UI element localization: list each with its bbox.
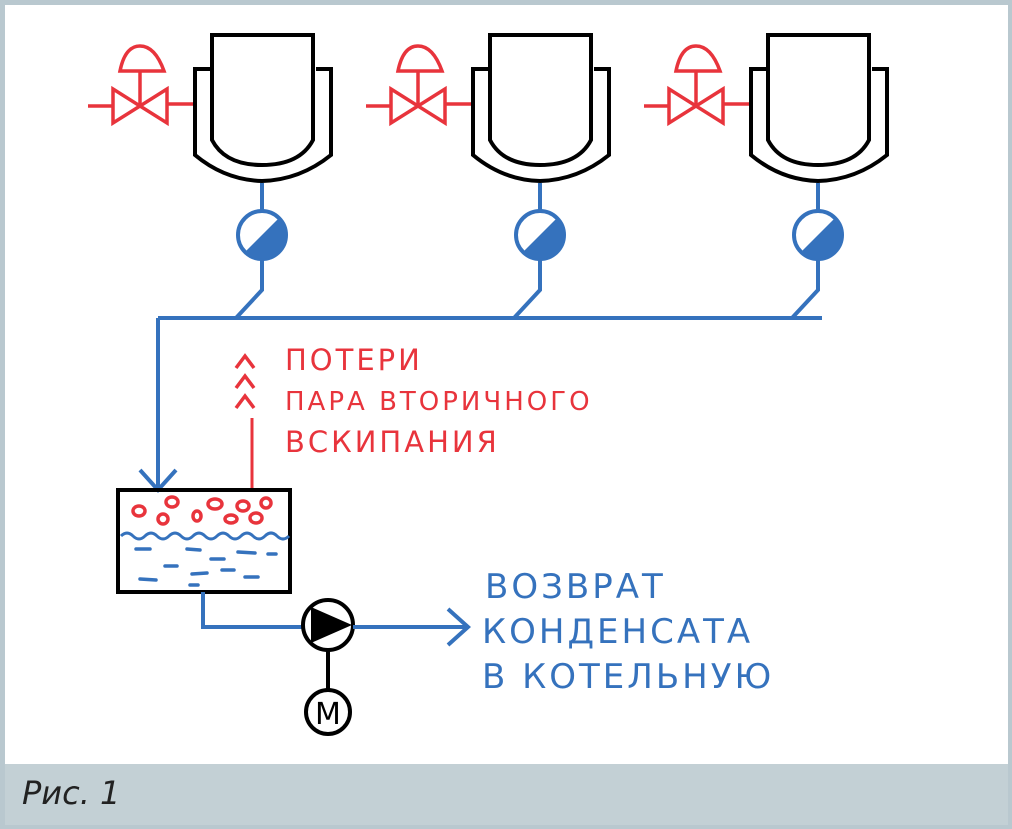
return-label-line-2: КОНДЕНСАТА bbox=[482, 612, 753, 652]
return-arrow-icon bbox=[446, 607, 471, 647]
jacketed-vessel bbox=[749, 33, 889, 184]
flash-tank bbox=[116, 488, 292, 594]
motor-icon: M bbox=[304, 688, 352, 736]
jacketed-vessel bbox=[193, 33, 333, 184]
steam-loss-label: ПОТЕРИ ПАРА ВТОРИЧНОГО ВСКИПАНИЯ bbox=[285, 343, 593, 459]
loss-label-line-1: ПОТЕРИ bbox=[285, 343, 423, 377]
figure-caption: Рис. 1 bbox=[22, 774, 121, 812]
figure-caption-bar: Рис. 1 bbox=[5, 764, 1008, 825]
loss-label-line-3: ВСКИПАНИЯ bbox=[285, 425, 500, 459]
vessel-unit-1 bbox=[88, 33, 333, 320]
water-dashes bbox=[134, 547, 278, 587]
steam-trap-icon bbox=[236, 209, 288, 261]
return-label-line-1: ВОЗВРАТ bbox=[485, 567, 666, 607]
outlet-pipe bbox=[201, 592, 303, 629]
steam-trap-icon bbox=[792, 209, 844, 261]
jacketed-vessel bbox=[471, 33, 611, 184]
control-valve-icon bbox=[88, 44, 195, 127]
water-surface bbox=[119, 531, 291, 541]
steam-bubbles-icon bbox=[131, 495, 273, 526]
vessel-unit-3 bbox=[644, 33, 889, 320]
vessel-unit-2 bbox=[366, 33, 611, 320]
return-label-line-3: В КОТЕЛЬНУЮ bbox=[482, 657, 774, 697]
steam-chevrons-icon bbox=[234, 353, 256, 410]
control-valve-icon bbox=[644, 44, 751, 127]
return-label: ВОЗВРАТ КОНДЕНСАТА В КОТЕЛЬНУЮ bbox=[482, 567, 774, 697]
steam-trap-icon bbox=[514, 209, 566, 261]
motor-label: M bbox=[315, 697, 341, 732]
loss-label-line-2: ПАРА ВТОРИЧНОГО bbox=[285, 387, 593, 417]
diagram-canvas bbox=[5, 5, 1008, 764]
pump-icon bbox=[301, 598, 355, 652]
control-valve-icon bbox=[366, 44, 473, 127]
